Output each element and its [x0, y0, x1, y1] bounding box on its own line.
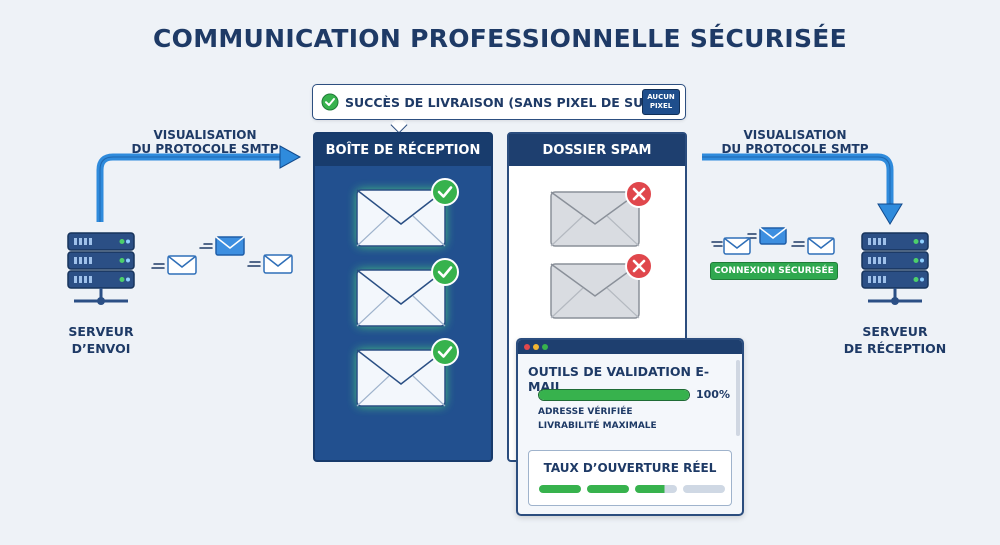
open-rate-segment — [683, 485, 725, 493]
close-dot-icon — [524, 344, 530, 350]
right-flow-label-1: VISUALISATION — [743, 128, 847, 142]
receiving-server-label-2: DE RÉCEPTION — [843, 341, 947, 356]
envelope-icon — [356, 269, 446, 327]
inbox-emails — [356, 178, 459, 407]
right-flow-arrow — [702, 153, 894, 204]
envelope-icon — [167, 255, 197, 275]
spam-emails — [550, 180, 653, 319]
check-icon — [431, 338, 459, 366]
page-title: COMMUNICATION PROFESSIONNELLE SÉCURISÉE — [153, 24, 847, 53]
spam-title: DOSSIER SPAM — [509, 134, 685, 166]
check-circle-icon — [321, 93, 339, 111]
right-flying-envelopes — [711, 227, 835, 255]
left-flow-label-1: VISUALISATION — [153, 128, 257, 142]
open-rate-segment — [539, 485, 581, 493]
no-pixel-badge-line-2: PIXEL — [649, 102, 673, 110]
secure-connection-badge: CONNEXION SÉCURISÉE — [710, 262, 838, 280]
validation-tools-window: OUTILS DE VALIDATION E-MAIL 100% ADRESSE… — [516, 338, 744, 516]
no-pixel-badge-line-1: AUCUN — [647, 93, 675, 101]
check-icon — [431, 178, 459, 206]
envelope-icon — [550, 191, 640, 247]
max-deliverability-text: LIVRABILITÉ MAXIMALE — [538, 421, 657, 431]
sending-server-label-1: SERVEUR — [68, 324, 134, 339]
receiving-server-label-1: SERVEUR — [862, 324, 928, 339]
banner-text: SUCCÈS DE LIVRAISON (SANS PIXEL DE SUIVI… — [345, 94, 668, 110]
sending-server-icon — [67, 232, 135, 305]
minimize-dot-icon — [533, 344, 539, 350]
verified-address-text: ADRESSE VÉRIFIÉE — [538, 407, 633, 417]
open-rate-title: TAUX D’OUVERTURE RÉEL — [543, 461, 717, 475]
left-flying-envelopes — [151, 236, 293, 275]
envelope-icon — [356, 189, 446, 247]
validation-progress-fill — [539, 390, 689, 400]
cross-icon — [625, 252, 653, 280]
open-rate-box: TAUX D’OUVERTURE RÉEL — [528, 450, 732, 506]
scrollbar[interactable] — [736, 360, 740, 436]
delivery-success-banner: SUCCÈS DE LIVRAISON (SANS PIXEL DE SUIVI… — [312, 84, 686, 120]
inbox-panel: BOÎTE DE RÉCEPTION — [313, 132, 493, 462]
envelope-icon — [759, 227, 787, 245]
envelope-icon — [215, 236, 245, 256]
receiving-server-icon — [861, 232, 929, 305]
envelope-icon — [263, 254, 293, 274]
inbox-email-2 — [356, 258, 459, 327]
open-rate-segment — [587, 485, 629, 493]
envelope-icon — [550, 263, 640, 319]
validation-progress-label: 100% — [696, 388, 730, 401]
open-rate-segment — [635, 485, 677, 493]
validation-progress-bar — [538, 389, 690, 401]
spam-email-1 — [550, 180, 653, 247]
envelope-icon — [356, 349, 446, 407]
inbox-email-3 — [356, 338, 459, 407]
right-flow-label-2: DU PROTOCOLE SMTP — [721, 142, 869, 156]
left-flow-arrow — [96, 153, 282, 222]
inbox-title: BOÎTE DE RÉCEPTION — [315, 134, 491, 166]
cross-icon — [625, 180, 653, 208]
inbox-email-1 — [356, 178, 459, 247]
no-pixel-badge: AUCUN PIXEL — [642, 89, 680, 115]
maximize-dot-icon — [542, 344, 548, 350]
sending-server-label-2: D’ENVOI — [71, 341, 131, 356]
check-icon — [431, 258, 459, 286]
envelope-icon — [723, 237, 751, 255]
spam-email-2 — [550, 252, 653, 319]
left-flow-label-2: DU PROTOCOLE SMTP — [131, 142, 279, 156]
window-title-bar — [518, 340, 742, 354]
envelope-icon — [807, 237, 835, 255]
